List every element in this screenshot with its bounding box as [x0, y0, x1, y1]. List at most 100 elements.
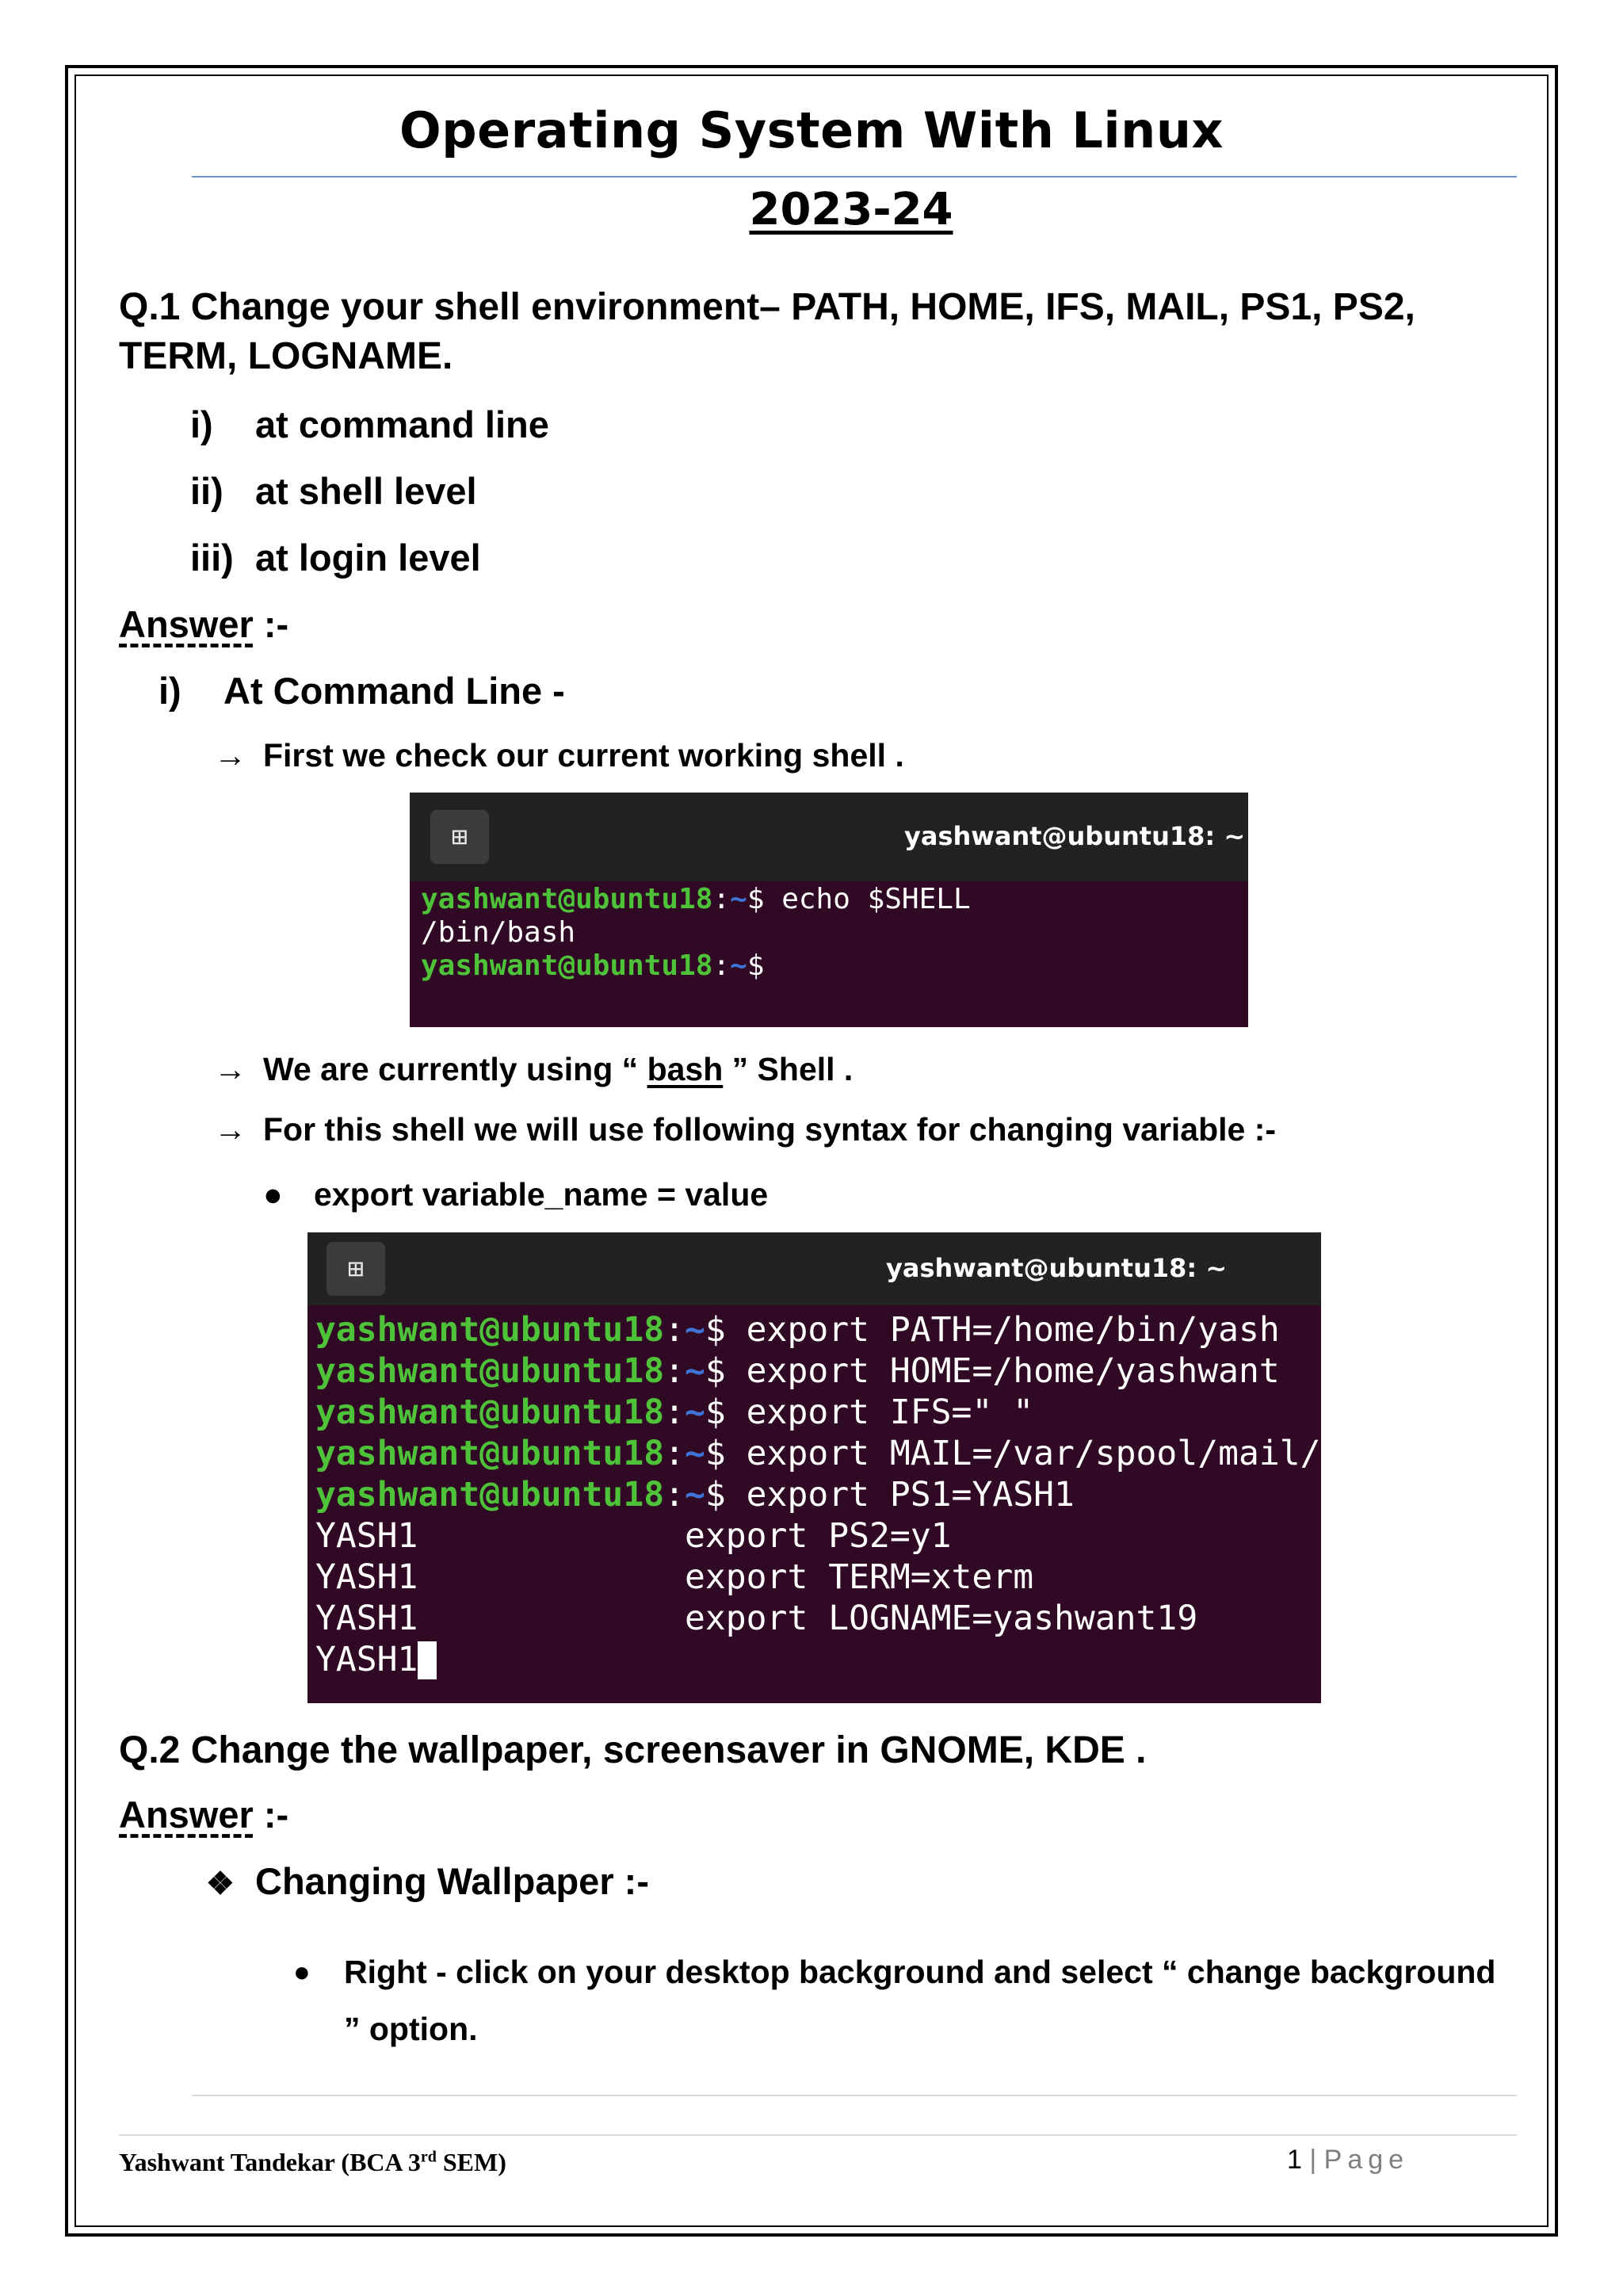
- point-check-shell: → First we check our current working shel…: [214, 737, 904, 774]
- terminal-cursor: [418, 1641, 437, 1679]
- command-text: export LOGNAME=yashwant19: [685, 1599, 1198, 1638]
- prompt-user: yashwant@ubuntu18: [315, 1392, 665, 1432]
- bullet-line-2: ” option.: [344, 2011, 478, 2047]
- author-text-end: SEM): [436, 2148, 506, 2176]
- prompt-user: yashwant@ubuntu18: [421, 949, 713, 982]
- prompt-user: yashwant@ubuntu18: [315, 1310, 665, 1350]
- section-i-heading: i) At Command Line -: [158, 669, 565, 712]
- syntax-bullet: ● export variable_name = value: [263, 1176, 768, 1213]
- command-text: export PS2=y1: [685, 1516, 952, 1556]
- prompt-colon: :: [664, 1392, 685, 1432]
- terminal-titlebar: ⊞ yashwant@ubuntu18: ~: [410, 793, 1248, 881]
- command-text: export PATH=/home/bin/yash: [725, 1310, 1280, 1350]
- question-1: Q.1 Change your shell environment– PATH,…: [119, 283, 1514, 381]
- ps1-prompt: YASH1: [315, 1557, 418, 1597]
- new-tab-icon[interactable]: ⊞: [327, 1242, 385, 1296]
- prompt-path: ~: [730, 883, 747, 915]
- prompt-colon: :: [664, 1434, 685, 1473]
- heading-text: Changing Wallpaper :-: [255, 1860, 649, 1902]
- terminal-title: yashwant@ubuntu18: ~: [886, 1253, 1228, 1283]
- bullet-icon: ●: [263, 1176, 283, 1213]
- q1-item-text: at login level: [255, 537, 481, 579]
- q1-item-text: at command line: [255, 403, 549, 445]
- syntax-text: export variable_name = value: [314, 1176, 769, 1213]
- point-text-before: We are currently using “: [263, 1051, 647, 1087]
- q1-item-number: ii): [190, 470, 223, 512]
- bullet-line-1: Right - click on your desktop background…: [344, 1954, 1496, 1990]
- terminal-body: yashwant@ubuntu18:~$ echo $SHELL /bin/ba…: [410, 881, 1248, 1027]
- page-border-inner: [74, 74, 1549, 2227]
- arrow-icon: →: [214, 1111, 246, 1148]
- prompt-colon: :: [664, 1310, 685, 1350]
- command-text: export PS1=YASH1: [725, 1475, 1075, 1515]
- answer-word: Answer: [119, 1794, 254, 1836]
- command-text: export IFS=" ": [725, 1392, 1034, 1432]
- answer-suffix: :-: [253, 603, 289, 645]
- terminal-line: yashwant@ubuntu18:~$ export IFS=" ": [315, 1392, 1033, 1432]
- question-1-line-2: TERM, LOGNAME.: [119, 335, 453, 377]
- command-text: export MAIL=/var/spool/mail/yash: [746, 1434, 1321, 1473]
- command-text: export HOME=/home/yashwant: [725, 1351, 1280, 1391]
- prompt-dollar: $: [747, 883, 765, 915]
- q1-item-text: at shell level: [255, 470, 477, 512]
- prompt-path: ~: [730, 949, 747, 982]
- section-number: i): [158, 670, 181, 712]
- terminal-line: yashwant@ubuntu18:~$ export HOME=/home/y…: [315, 1351, 1280, 1391]
- terminal-window-2: ⊞ yashwant@ubuntu18: ~ yashwant@ubuntu18…: [307, 1232, 1321, 1703]
- prompt-path: ~: [685, 1392, 705, 1432]
- prompt-dollar: $: [747, 949, 765, 982]
- answer-1-label: Answer :-: [119, 602, 288, 646]
- q1-item-2: ii) at shell level: [190, 469, 477, 513]
- question-2: Q.2 Change the wallpaper, screensaver in…: [119, 1729, 1147, 1771]
- footer-divider: [192, 2095, 1517, 2096]
- point-text-after: ” Shell .: [723, 1051, 854, 1087]
- ps1-prompt: YASH1: [315, 1640, 418, 1679]
- prompt-path: ~: [685, 1351, 705, 1391]
- arrow-icon: →: [214, 1051, 246, 1087]
- page-word: Page: [1323, 2145, 1410, 2175]
- page-border-outer: [65, 65, 1558, 2237]
- prompt-path: ~: [685, 1475, 705, 1515]
- title-divider: [192, 176, 1517, 178]
- prompt-dollar: $: [705, 1351, 726, 1391]
- wallpaper-bullet: ● Right - click on your desktop backgrou…: [293, 1943, 1529, 2057]
- author-text: Yashwant Tandekar (BCA 3: [119, 2148, 421, 2176]
- point-text: For this shell we will use following syn…: [263, 1111, 1277, 1148]
- footer-page-number: 1 | Page: [1287, 2145, 1409, 2176]
- terminal-body: yashwant@ubuntu18:~$ export PATH=/home/b…: [307, 1305, 1321, 1703]
- changing-wallpaper-heading: ❖ Changing Wallpaper :-: [206, 1859, 649, 1903]
- answer-suffix: :-: [253, 1794, 289, 1836]
- arrow-icon: →: [214, 737, 246, 774]
- prompt-user: yashwant@ubuntu18: [421, 883, 713, 915]
- prompt-dollar: $: [705, 1392, 726, 1432]
- command-text: export TERM=xterm: [685, 1557, 1034, 1597]
- ps1-prompt: YASH1: [315, 1599, 418, 1638]
- new-tab-icon[interactable]: ⊞: [430, 810, 489, 864]
- terminal-title: yashwant@ubuntu18: ~: [904, 821, 1246, 851]
- bullet-text: Right - click on your desktop background…: [293, 1943, 1529, 2057]
- terminal-titlebar: ⊞ yashwant@ubuntu18: ~: [307, 1232, 1321, 1305]
- terminal-line: yashwant@ubuntu18:~$ export PATH=/home/b…: [315, 1310, 1280, 1350]
- section-heading-text: At Command Line -: [223, 670, 565, 712]
- academic-year: 2023-24: [749, 184, 953, 235]
- bash-underlined: bash: [647, 1051, 724, 1087]
- footer-author: Yashwant Tandekar (BCA 3rd SEM): [119, 2148, 506, 2177]
- diamond-bullet-icon: ❖: [206, 1866, 235, 1901]
- page-number: 1: [1287, 2145, 1302, 2175]
- prompt-user: yashwant@ubuntu18: [315, 1351, 665, 1391]
- point-text: First we check our current working shell…: [263, 737, 904, 774]
- document-title: Operating System With Linux: [399, 101, 1224, 159]
- ps1-prompt: YASH1: [315, 1516, 418, 1556]
- prompt-path: ~: [685, 1310, 705, 1350]
- prompt-user: yashwant@ubuntu18: [315, 1475, 665, 1515]
- prompt-user: yashwant@ubuntu18: [315, 1434, 665, 1473]
- prompt-colon: :: [712, 883, 731, 915]
- q1-item-number: iii): [190, 537, 234, 579]
- terminal-window-1: ⊞ yashwant@ubuntu18: ~ yashwant@ubuntu18…: [410, 793, 1248, 1027]
- point-using-bash: → We are currently using “ bash ” Shell .: [214, 1051, 853, 1088]
- bullet-icon: ●: [293, 1955, 311, 1988]
- q1-item-number: i): [190, 403, 213, 445]
- terminal-line: yashwant@ubuntu18:~$: [421, 949, 765, 982]
- answer-2-label: Answer :-: [119, 1793, 288, 1836]
- terminal-line: yashwant@ubuntu18:~$ export MAIL=/var/sp…: [315, 1434, 1321, 1473]
